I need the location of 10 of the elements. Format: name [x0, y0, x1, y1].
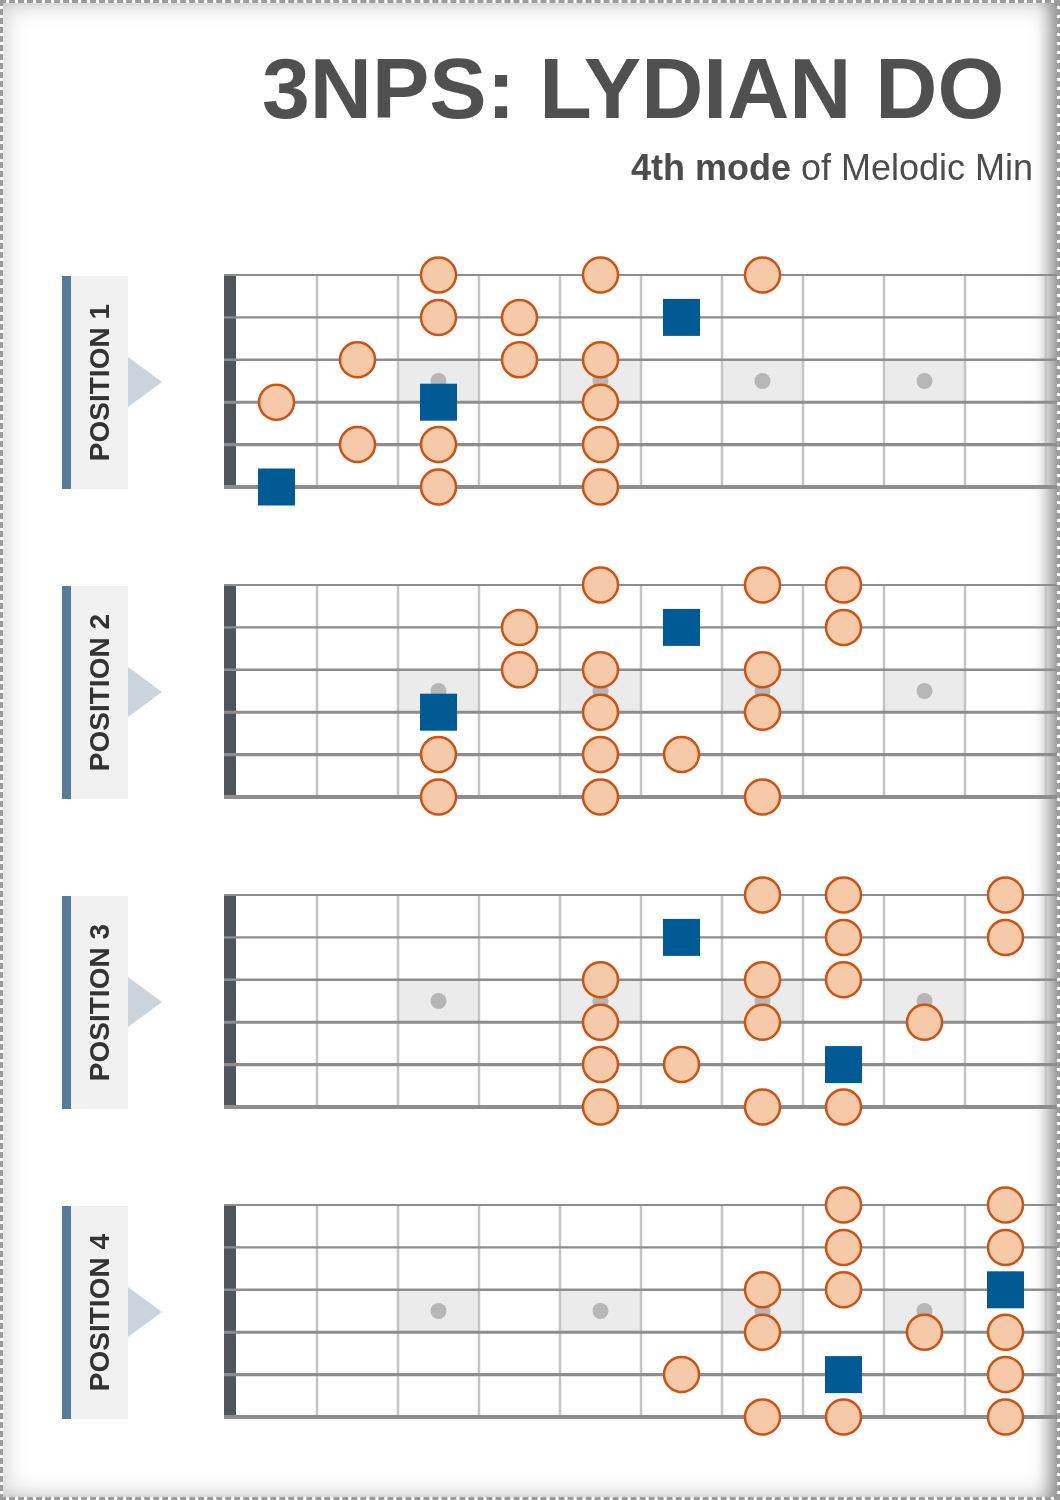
position-tab — [62, 1206, 128, 1419]
position-tab — [62, 586, 128, 799]
position-label: POSITION 4 — [85, 1233, 114, 1392]
position-label: POSITION 2 — [85, 613, 114, 772]
position-tab — [62, 896, 128, 1109]
title: 3NPS: LYDIAN DO — [262, 45, 1005, 131]
position-tab — [62, 276, 128, 489]
position-label: POSITION 1 — [85, 303, 114, 462]
subtitle: 4th mode of Melodic Min — [630, 150, 1033, 186]
position-label: POSITION 3 — [85, 923, 114, 1082]
